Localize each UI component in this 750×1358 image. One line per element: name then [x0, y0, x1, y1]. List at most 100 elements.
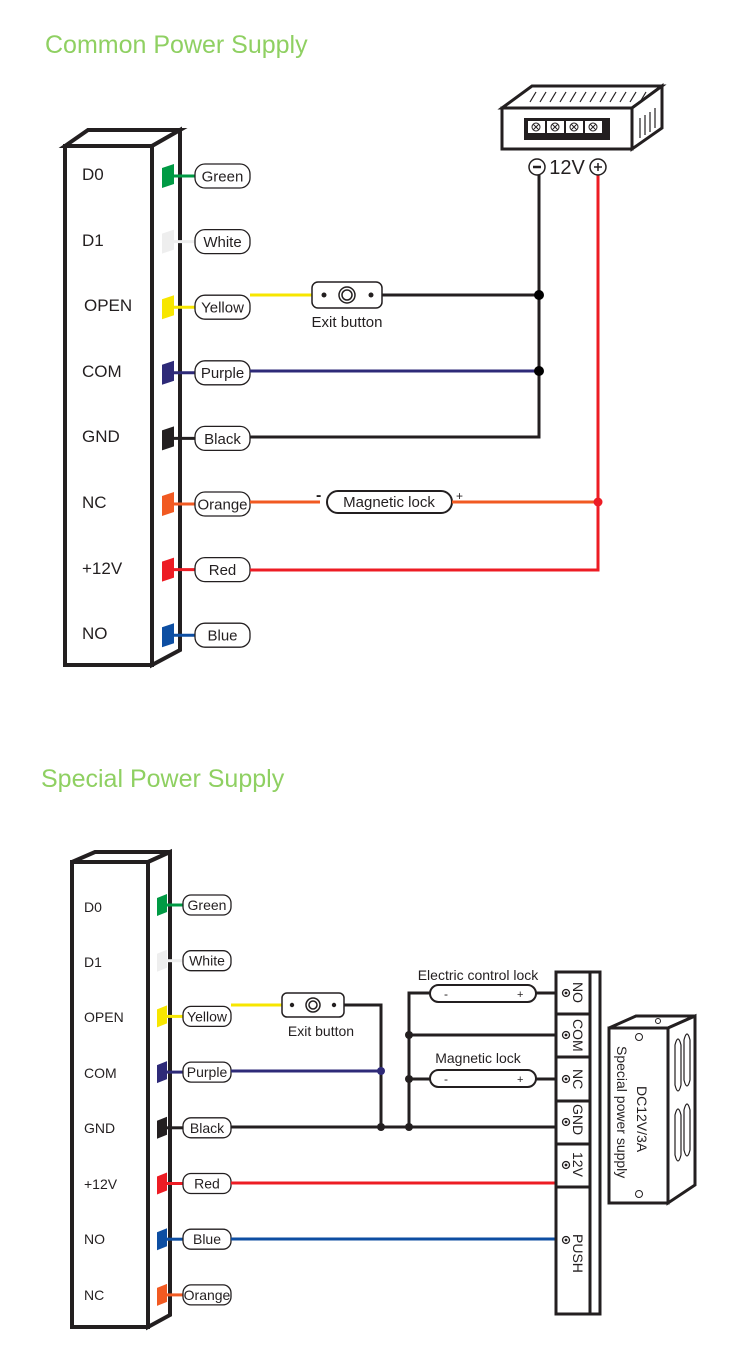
junction-dot: [534, 366, 544, 376]
wire-connector-white: White: [162, 228, 251, 255]
supply-terminal-label: PUSH: [570, 1234, 586, 1273]
wire-color-label: Orange: [184, 1287, 231, 1303]
pin-label: +12V: [82, 559, 123, 578]
pin-label: +12V: [84, 1176, 118, 1192]
wire-color-label: Yellow: [187, 1008, 228, 1024]
exit-button-label: Exit button: [312, 314, 383, 331]
wire-color-pill: [194, 360, 251, 386]
pin-label: GND: [84, 1120, 115, 1136]
pin-label: COM: [82, 362, 122, 381]
supply-terminal-label: NC: [570, 1069, 586, 1089]
junction-dot: [377, 1123, 385, 1131]
wire-lock-bus: [407, 991, 430, 1127]
connector-tab: [157, 1061, 167, 1084]
power-supply-12v: [497, 83, 667, 152]
wire-color-label: Green: [188, 897, 227, 913]
pin-label: OPEN: [84, 296, 132, 315]
magnetic-lock-label: Magnetic lock: [343, 494, 435, 511]
wire-color-label: Purple: [201, 365, 244, 382]
screw-icon-center: [564, 1238, 568, 1242]
wire-color-label: Purple: [187, 1064, 228, 1080]
section-title-special: Special Power Supply: [41, 765, 285, 793]
wire-connector-purple: Purple: [162, 360, 251, 386]
wire-connector-yellow: Yellow: [162, 294, 251, 320]
supply-terminal-label: NO: [570, 982, 586, 1003]
wire-color-pill: [194, 491, 251, 517]
wire-connector-black: Black: [162, 425, 251, 452]
supply-name: Special power supply: [614, 1046, 630, 1178]
connector-tab: [162, 229, 174, 254]
junction-dot: [534, 290, 544, 300]
pin-label: D0: [82, 165, 104, 184]
pin-label: D1: [84, 954, 102, 970]
lock-minus: -: [444, 987, 448, 1001]
wire-color-label: Red: [194, 1176, 220, 1192]
wire-color-label: Orange: [197, 496, 247, 513]
wire-exit-to-gnd: [344, 1003, 383, 1127]
wire-connector-green: Green: [162, 163, 251, 189]
wire-connector-blue: Blue: [162, 622, 251, 648]
wire-color-label: Black: [190, 1120, 225, 1136]
connector-tab: [162, 557, 174, 582]
wire-connector-yellow: Yellow: [157, 1005, 232, 1028]
wire-color-pill: [194, 163, 251, 189]
supply-terminal-strip: [554, 970, 602, 1316]
connector-tab: [157, 1116, 167, 1139]
wire-color-label: White: [189, 953, 225, 969]
lock-minus: -: [316, 487, 321, 504]
junction-dot: [377, 1067, 385, 1075]
voltage-label: 12V: [549, 157, 585, 179]
magnetic-lock-label: Magnetic lock: [435, 1050, 522, 1066]
screw-icon-center: [564, 1033, 568, 1037]
wire-color-pill: [194, 294, 251, 320]
wire-color-pill: [182, 1284, 232, 1306]
pin-label: D0: [84, 899, 102, 915]
minus-terminal-icon: [528, 158, 546, 176]
wire-color-label: Blue: [193, 1231, 221, 1247]
connector-tab: [162, 295, 174, 320]
special-power-supply: [607, 1013, 697, 1206]
connector-tab: [157, 1005, 167, 1028]
controller-unit-2: [70, 848, 172, 1331]
electric-lock-label: Electric control lock: [418, 967, 540, 983]
wire-color-pill: [194, 228, 251, 255]
connector-tab: [157, 1283, 167, 1306]
connector-tab: [157, 1172, 167, 1195]
wire-color-label: Red: [209, 562, 237, 579]
junction-dot: [405, 1031, 413, 1039]
pin-labels-1: D0 D1 OPEN COM GND NC +12V NO: [82, 165, 132, 643]
wire-connector-red: Red: [157, 1172, 232, 1195]
pin-label: NO: [84, 1231, 105, 1247]
pin-label: NC: [82, 493, 107, 512]
pin-labels-2: D0 D1 OPEN COM GND +12V NO NC: [84, 899, 124, 1303]
supply-terminal-label: 12V: [570, 1152, 586, 1178]
screw-icon-center: [564, 991, 568, 995]
lock-plus: +: [517, 1074, 523, 1086]
wire-connector-green: Green: [157, 894, 232, 916]
wire-connector-orange: Orange: [157, 1283, 232, 1306]
wire-connector-red: Red: [162, 556, 251, 583]
wire-color-label: Blue: [207, 628, 237, 645]
wire-color-label: Yellow: [201, 300, 244, 317]
screw-icon-center: [564, 1163, 568, 1167]
lock-plus: +: [456, 489, 463, 503]
wire-connector-black: Black: [157, 1116, 232, 1139]
wire-connector-blue: Blue: [157, 1228, 232, 1251]
exit-button-2[interactable]: [281, 992, 345, 1018]
connector-tab: [162, 426, 174, 451]
connector-tab: [162, 492, 174, 516]
supply-terminal-label: COM: [570, 1019, 586, 1052]
exit-button-1[interactable]: [311, 281, 383, 309]
plus-terminal-icon: [589, 158, 607, 176]
wire-connector-orange: Orange: [162, 491, 251, 517]
wire-color-pill: [182, 1005, 232, 1028]
wire-color-label: White: [203, 234, 241, 251]
supply-rating: DC12V/3A: [634, 1086, 650, 1153]
lock-minus: -: [444, 1072, 448, 1086]
pin-label: GND: [82, 427, 120, 446]
pin-label: NO: [82, 624, 108, 643]
connector-tab: [157, 1228, 167, 1251]
connector-tab: [162, 623, 174, 648]
wire-color-pill: [194, 622, 251, 648]
